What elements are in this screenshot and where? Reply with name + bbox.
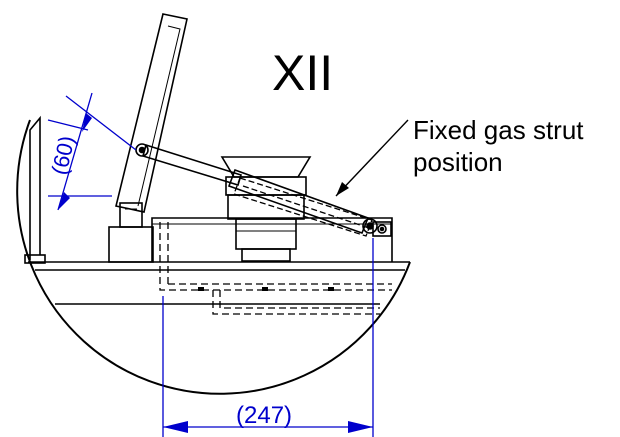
dimension-vertical — [47, 92, 137, 211]
dim-vertical-arrow-bottom — [58, 192, 70, 210]
callout-line-1: Fixed gas strut — [413, 115, 584, 145]
raised-table — [151, 217, 393, 262]
callout-leader — [335, 119, 409, 197]
gas-strut-fixed-position — [233, 177, 373, 237]
detail-boundary — [16, 119, 411, 395]
base-plate — [28, 261, 410, 305]
dim-vertical-arrow-top — [82, 113, 92, 132]
dim-horizontal-arrow-right — [348, 421, 373, 433]
detail-label: XII — [272, 45, 333, 101]
open-lid — [115, 13, 188, 213]
callout-arrowhead — [336, 182, 349, 196]
dimension-horizontal-label: (247) — [236, 402, 292, 429]
frame-marks — [198, 287, 334, 291]
dimension-horizontal — [162, 238, 374, 437]
left-plate — [24, 115, 46, 264]
hidden-frame — [159, 222, 392, 315]
pivot-block — [372, 221, 392, 237]
callout-line-2: position — [413, 147, 503, 177]
hinge-bracket — [108, 202, 154, 263]
dimension-vertical-label: (60) — [47, 133, 80, 177]
dim-horizontal-arrow-left — [163, 421, 188, 433]
